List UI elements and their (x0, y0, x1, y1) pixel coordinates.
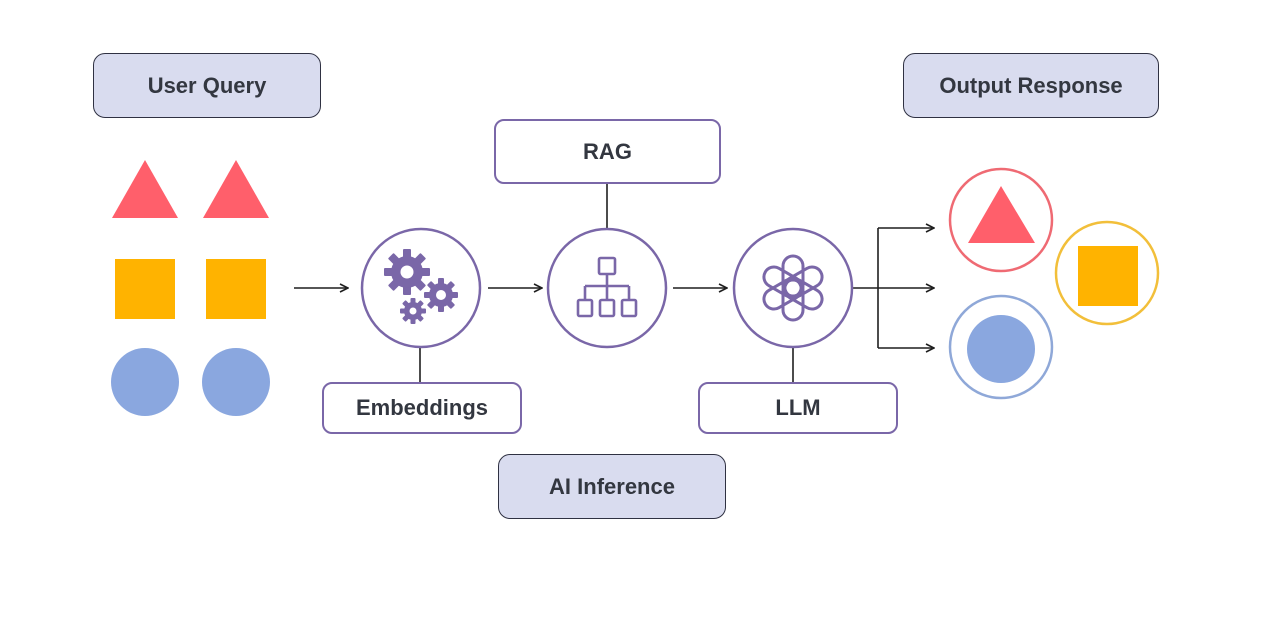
gears-icon (384, 249, 458, 324)
ai-inference-label: AI Inference (498, 454, 726, 519)
user-query-label: User Query (93, 53, 321, 118)
output-arrows (853, 228, 934, 348)
input-triangle-2 (203, 160, 269, 218)
output-response-text: Output Response (939, 72, 1123, 98)
input-shapes (111, 160, 270, 416)
rag-text: RAG (583, 138, 632, 164)
user-query-text: User Query (147, 72, 267, 98)
embeddings-node (360, 227, 482, 349)
rag-label: RAG (494, 119, 721, 184)
llm-label: LLM (698, 382, 898, 434)
input-triangle-1 (112, 160, 178, 218)
embeddings-label: Embeddings (322, 382, 522, 434)
rag-node (546, 227, 668, 349)
output-triangle (968, 186, 1035, 243)
output-shapes (948, 167, 1160, 400)
hierarchy-icon (576, 256, 638, 318)
output-circle (967, 315, 1035, 383)
ai-inference-text: AI Inference (549, 473, 675, 499)
openai-knot-icon (762, 254, 824, 322)
llm-node (732, 227, 854, 349)
input-circle-2 (202, 348, 270, 416)
output-response-label: Output Response (903, 53, 1159, 118)
input-square-2 (206, 259, 266, 319)
llm-text: LLM (775, 395, 821, 420)
output-square (1078, 246, 1138, 306)
embeddings-text: Embeddings (355, 395, 488, 420)
input-square-1 (115, 259, 175, 319)
input-circle-1 (111, 348, 179, 416)
